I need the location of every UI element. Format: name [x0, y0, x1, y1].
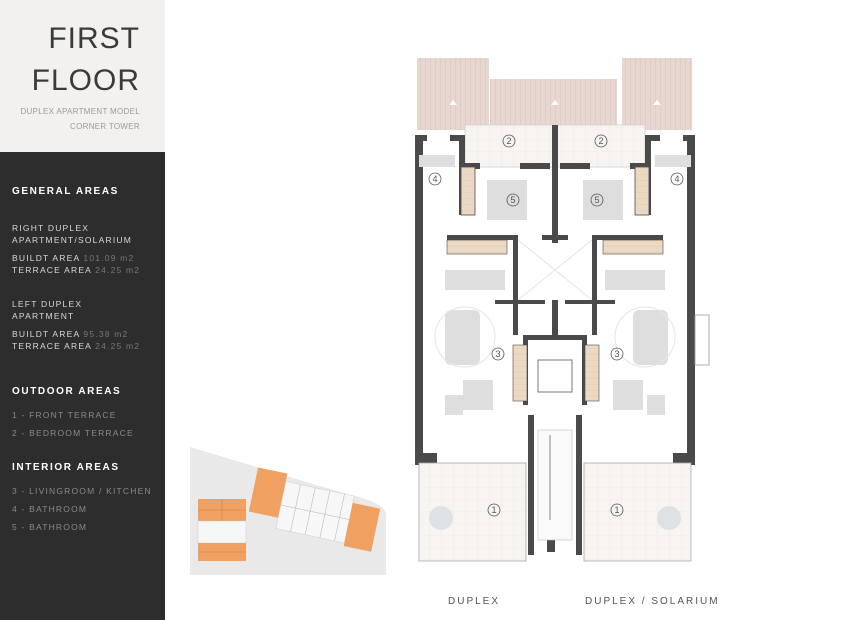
subtitle: DUPLEX APARTMENT MODEL CORNER TOWER	[20, 104, 140, 134]
interior-item-4: 4 - BATHROOM	[12, 504, 88, 514]
floor-plan: 2 2 4 4 5 5 3 3 1 1	[415, 58, 710, 562]
left-duplex-name: LEFT DUPLEX APARTMENT	[12, 298, 82, 322]
legend-panel: GENERAL AREAS RIGHT DUPLEX APARTMENT/SOL…	[0, 152, 165, 620]
outdoor-areas-heading: OUTDOOR AREAS	[12, 386, 122, 397]
right-duplex-name-1: RIGHT DUPLEX	[12, 223, 90, 233]
caption-left: DUPLEX	[448, 596, 501, 607]
terrace-value: 24.25 m2	[95, 265, 141, 275]
building-main	[248, 467, 381, 552]
built-value: 101.09 m2	[83, 253, 135, 263]
built-value: 95.38 m2	[83, 329, 129, 339]
built-label: BUILDT AREA	[12, 329, 80, 339]
label-2-right: 2	[598, 136, 603, 146]
label-5-left: 5	[510, 195, 515, 205]
interior-areas-heading: INTERIOR AREAS	[12, 462, 120, 473]
terrace-label: TERRACE AREA	[12, 341, 92, 351]
outdoor-item-2: 2 - BEDROOM TERRACE	[12, 428, 134, 438]
terrace-value: 24.25 m2	[95, 341, 141, 351]
building-left	[197, 499, 247, 561]
terrace-label: TERRACE AREA	[12, 265, 92, 275]
subtitle-line-1: DUPLEX APARTMENT MODEL	[20, 107, 140, 116]
label-3-right: 3	[614, 349, 619, 359]
right-duplex-areas: BUILDT AREA 101.09 m2 TERRACE AREA 24.25…	[12, 252, 140, 276]
title-line-1: FIRST	[48, 22, 140, 55]
label-1-right: 1	[614, 505, 619, 515]
label-2-left: 2	[506, 136, 511, 146]
interior-item-3: 3 - LIVINGROOM / KITCHEN	[12, 486, 152, 496]
outdoor-item-1: 1 - FRONT TERRACE	[12, 410, 117, 420]
interior-item-5: 5 - BATHROOM	[12, 522, 88, 532]
title-block: FIRST FLOOR DUPLEX APARTMENT MODEL CORNE…	[0, 0, 165, 152]
label-1-left: 1	[491, 505, 496, 515]
title-line-2: FLOOR	[31, 64, 140, 97]
right-duplex-name: RIGHT DUPLEX APARTMENT/SOLARIUM	[12, 222, 132, 246]
roof-tiles	[417, 58, 692, 130]
site-key-plan	[190, 447, 386, 575]
label-4-left: 4	[432, 174, 437, 184]
left-duplex-name-2: APARTMENT	[12, 311, 75, 321]
built-label: BUILDT AREA	[12, 253, 80, 263]
page-title: FIRST FLOOR	[32, 18, 140, 102]
left-duplex-areas: BUILDT AREA 95.38 m2 TERRACE AREA 24.25 …	[12, 328, 140, 352]
subtitle-line-2: CORNER TOWER	[70, 122, 140, 131]
right-duplex-name-2: APARTMENT/SOLARIUM	[12, 235, 132, 245]
left-duplex-name-1: LEFT DUPLEX	[12, 299, 83, 309]
label-3-left: 3	[495, 349, 500, 359]
caption-right: DUPLEX / SOLARIUM	[585, 596, 720, 607]
general-areas-heading: GENERAL AREAS	[12, 186, 119, 197]
label-5-right: 5	[594, 195, 599, 205]
label-4-right: 4	[674, 174, 679, 184]
